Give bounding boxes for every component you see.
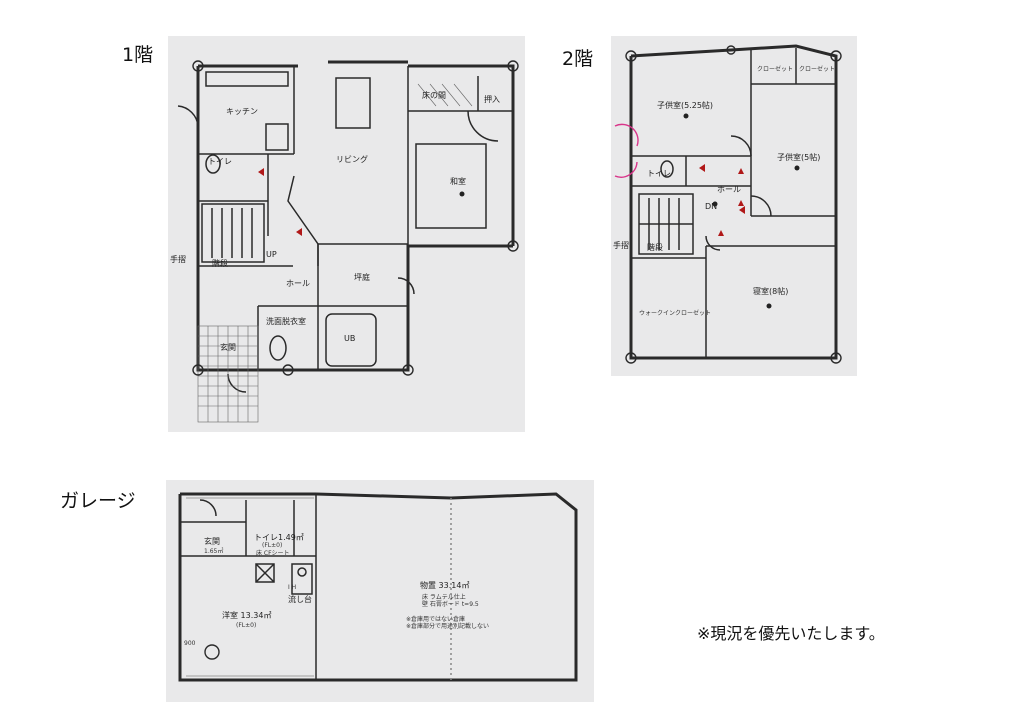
toilet2-label: トイレ <box>647 169 671 178</box>
tsuboniwa-label: 坪庭 <box>354 273 370 282</box>
up-label: UP <box>266 250 277 259</box>
storage-note1: ※倉庫用ではない倉庫 <box>406 616 466 623</box>
garage-toilet-floor: 床 CFシート <box>256 550 290 557</box>
stairs2-label: 階段 <box>647 243 663 252</box>
ub-label: UB <box>344 334 356 343</box>
garage-entrance-area: 1.65㎡ <box>204 548 224 555</box>
floor1-drawing <box>177 60 519 423</box>
kitchen-label: キッチン <box>226 107 258 116</box>
floor2-heading: 2階 <box>562 48 594 70</box>
child1-label: 子供室(5.25帖) <box>657 101 714 110</box>
oshiire-label: 押入 <box>484 95 500 104</box>
garage-size-label: 900 <box>184 640 196 647</box>
floor1-plan: キッチン トイレ リビング 床の間 押入 和室 階段 UP 手摺 ホール 坪庭 … <box>168 36 525 432</box>
entrance-label: 玄関 <box>220 343 236 352</box>
garage-heading: ガレージ <box>60 490 136 512</box>
wic-label: ウォークインクローゼット <box>639 310 712 317</box>
storage-note2: ※倉庫部分で用途別記載しない <box>406 623 490 630</box>
garage-entrance-label: 玄関 <box>204 537 220 546</box>
hall-label: ホール <box>286 279 310 288</box>
stairs-label: 階段 <box>212 259 228 268</box>
floor2-plan: クローゼット クローゼット 子供室(5.25帖) 子供室(5帖) トイレ ホール… <box>611 36 857 376</box>
bedroom-label: 寝室(8帖) <box>753 287 789 296</box>
storage-wall: 壁 石膏ボード t=9.5 <box>422 601 479 608</box>
storage-floor: 床 ラムテル仕上 <box>422 594 466 601</box>
closet2-label: クローゼット <box>799 66 836 73</box>
living-label: リビング <box>336 155 368 164</box>
garage-drawing <box>178 492 578 682</box>
child2-label: 子供室(5帖) <box>777 153 821 162</box>
garage-ih-label: I H <box>288 584 297 591</box>
garage-sink-label: 流し台 <box>288 595 312 604</box>
washroom-label: 洗面脱衣室 <box>266 317 306 326</box>
garage-plan: 玄関 1.65㎡ トイレ1.49㎡ (FL±0) 床 CFシート I H 流し台… <box>166 480 594 702</box>
floor1-heading: 1階 <box>122 44 154 66</box>
floor2-drawing <box>614 44 842 364</box>
western-room-fl: (FL±0) <box>236 622 257 629</box>
garage-toilet-label: トイレ1.49㎡ <box>254 533 304 542</box>
dn-label: DN <box>705 202 718 211</box>
disclaimer-note: ※現況を優先いたします。 <box>697 624 885 643</box>
storage-label: 物置 33.14㎡ <box>420 581 470 590</box>
western-room-label: 洋室 13.34㎡ <box>222 611 272 620</box>
hall2-label: ホール <box>717 185 741 194</box>
closet1-label: クローゼット <box>757 66 794 73</box>
handrail2-label: 手摺 <box>613 241 629 250</box>
toilet-label: トイレ <box>208 157 232 166</box>
washitsu-label: 和室 <box>450 177 466 186</box>
handrail-label: 手摺 <box>170 255 186 264</box>
tokonoma-label: 床の間 <box>422 91 446 100</box>
garage-toilet-fl: (FL±0) <box>262 542 283 549</box>
